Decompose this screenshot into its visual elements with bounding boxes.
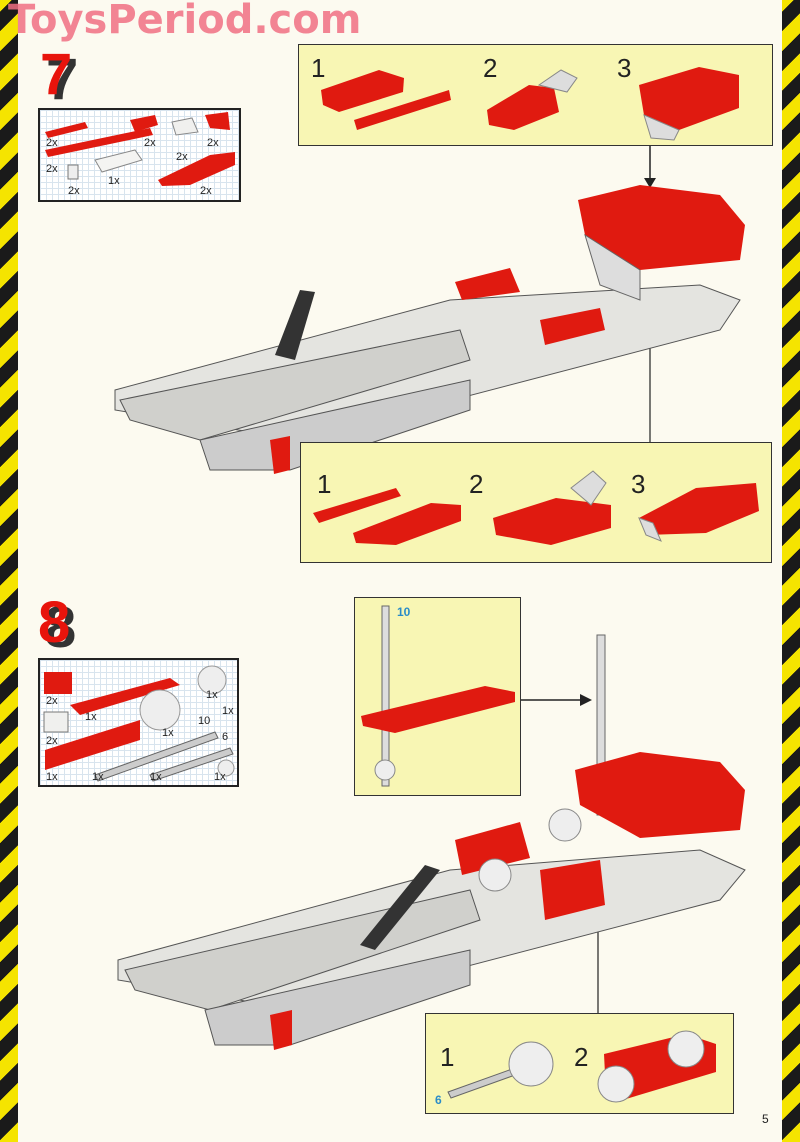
callout-illustration [321, 67, 739, 141]
axle-length: 10 [198, 715, 211, 727]
part-count: 1x [206, 689, 218, 701]
axle-length-label: 10 [397, 605, 411, 619]
part-count: 1x [222, 705, 234, 717]
parts-illustration [43, 665, 235, 782]
parts-illustration [45, 112, 235, 186]
axle-length: 6 [222, 731, 229, 743]
substep-3: 3 [631, 469, 646, 499]
step-number-7: 7 [40, 42, 73, 107]
part-count: 1x [92, 771, 104, 783]
part-count: 1x [214, 771, 226, 783]
step-number-8: 8 [38, 590, 71, 655]
gear-axle-callout: 1 2 6 [425, 1013, 734, 1114]
substep-1: 1 [440, 1042, 455, 1072]
part-count: 1x [162, 727, 174, 739]
page-number: 5 [762, 1112, 769, 1126]
hazard-stripe-left [0, 0, 18, 1142]
part-count: 1x [150, 771, 162, 783]
part-count: 2x [144, 137, 156, 149]
part-count: 2x [68, 185, 80, 197]
part-count: 2x [46, 695, 58, 707]
part-count: 2x [46, 137, 58, 149]
sub-assembly-callout-top: 1 2 3 [298, 44, 773, 146]
callout-illustration [313, 470, 759, 545]
substep-3: 3 [617, 53, 632, 83]
part-count: 1x [108, 175, 120, 187]
axle-callout: 10 [354, 597, 521, 796]
part-count: 2x [46, 163, 58, 175]
part-count: 2x [207, 137, 219, 149]
substep-2: 2 [483, 53, 498, 83]
watermark: ToysPeriod.com [8, 0, 362, 43]
substep-2: 2 [574, 1042, 589, 1072]
part-count: 2x [176, 151, 188, 163]
substep-2: 2 [469, 469, 484, 499]
part-count: 2x [46, 735, 58, 747]
part-count: 1x [46, 771, 58, 783]
axle-length-label: 6 [435, 1093, 442, 1107]
parts-list-step-8: 2x 1x 1x 1x 1x 2x 1x 1x 1x 1x 10 6 [38, 658, 239, 787]
substep-1: 1 [317, 469, 332, 499]
hazard-stripe-right [782, 0, 800, 1142]
callout-illustration [361, 605, 515, 787]
callout-illustration [447, 1030, 716, 1103]
part-count: 2x [200, 185, 212, 197]
parts-list-step-7: 2x 2x 2x 2x 2x 2x 1x 2x [38, 108, 241, 202]
part-count: 1x [85, 711, 97, 723]
substep-1: 1 [311, 53, 326, 83]
sub-assembly-callout-bottom: 1 2 3 [300, 442, 772, 563]
